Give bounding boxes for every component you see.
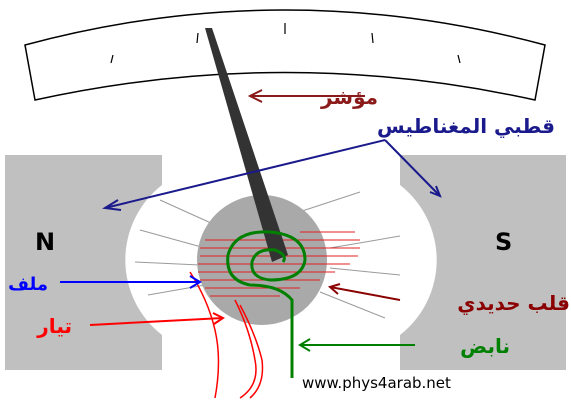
- website-label: www.phys4arab.net: [302, 374, 451, 392]
- current-arrow: [89, 317, 224, 326]
- scale: [24, 9, 546, 101]
- pole-north-label: N: [35, 228, 55, 256]
- current-wires: [189, 271, 264, 399]
- current-label: تيار: [36, 314, 72, 338]
- magnet-poles-label: قطبي المغناطيس: [377, 114, 555, 139]
- magnet-poles: [5, 155, 566, 370]
- south-pole: [400, 155, 566, 370]
- pointer-label: مؤشر: [320, 85, 378, 109]
- pole-south-label: S: [495, 228, 512, 256]
- north-pole: [5, 155, 162, 370]
- core-arrow: [329, 286, 401, 301]
- spring: [226, 230, 307, 378]
- scale-arc: [24, 9, 546, 101]
- spring-label: نابض: [460, 334, 510, 358]
- label-arrows: [60, 89, 442, 352]
- needle: [205, 28, 288, 262]
- iron-core-label: قلب حديدي: [457, 291, 570, 316]
- coil-label: ملف: [8, 274, 48, 295]
- magnet-arrow-right: [384, 139, 441, 197]
- magnet-arrow-left: [104, 139, 386, 209]
- iron-core: [197, 195, 327, 325]
- scale-ticks: [110, 23, 461, 64]
- field-lines: [134, 191, 401, 319]
